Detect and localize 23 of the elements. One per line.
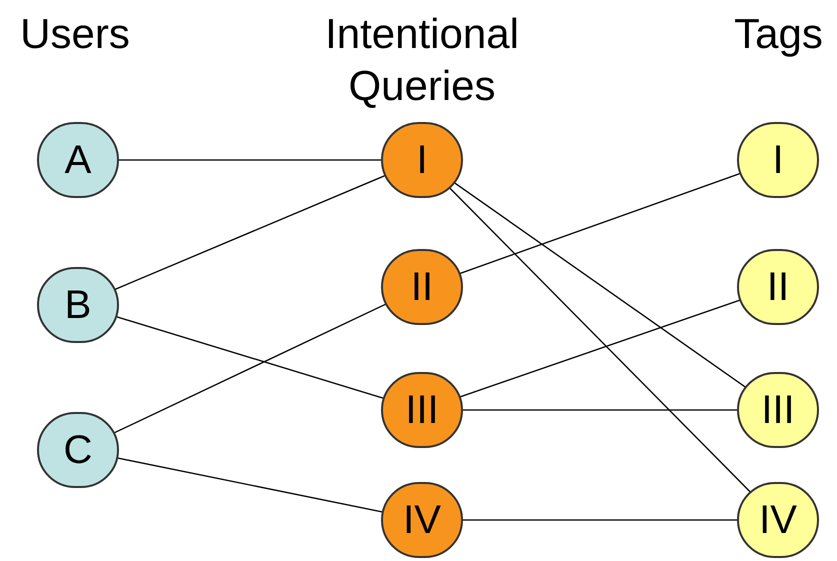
connector-line [454, 182, 746, 388]
connector-line [463, 409, 737, 411]
node-label: IV [759, 500, 797, 540]
connector-line [460, 173, 740, 274]
node-label: III [405, 390, 439, 430]
node-label: IV [403, 500, 441, 540]
connector-line [449, 188, 751, 492]
column-heading: Users [19, 9, 131, 59]
connector-line [114, 304, 386, 434]
connector-line [118, 458, 382, 512]
node-label: I [416, 140, 428, 180]
connector-line [115, 175, 385, 290]
node-label: C [64, 430, 92, 470]
node-label: I [772, 140, 784, 180]
node-label: B [64, 285, 92, 325]
connector-line [463, 519, 737, 521]
column-heading: Intentional Queries [324, 9, 520, 111]
node-label: A [64, 140, 92, 180]
connector-line [119, 159, 381, 161]
node-label: III [761, 390, 795, 430]
node-label: II [766, 267, 790, 307]
column-heading: Tags [733, 9, 824, 59]
node-label: II [410, 267, 434, 307]
